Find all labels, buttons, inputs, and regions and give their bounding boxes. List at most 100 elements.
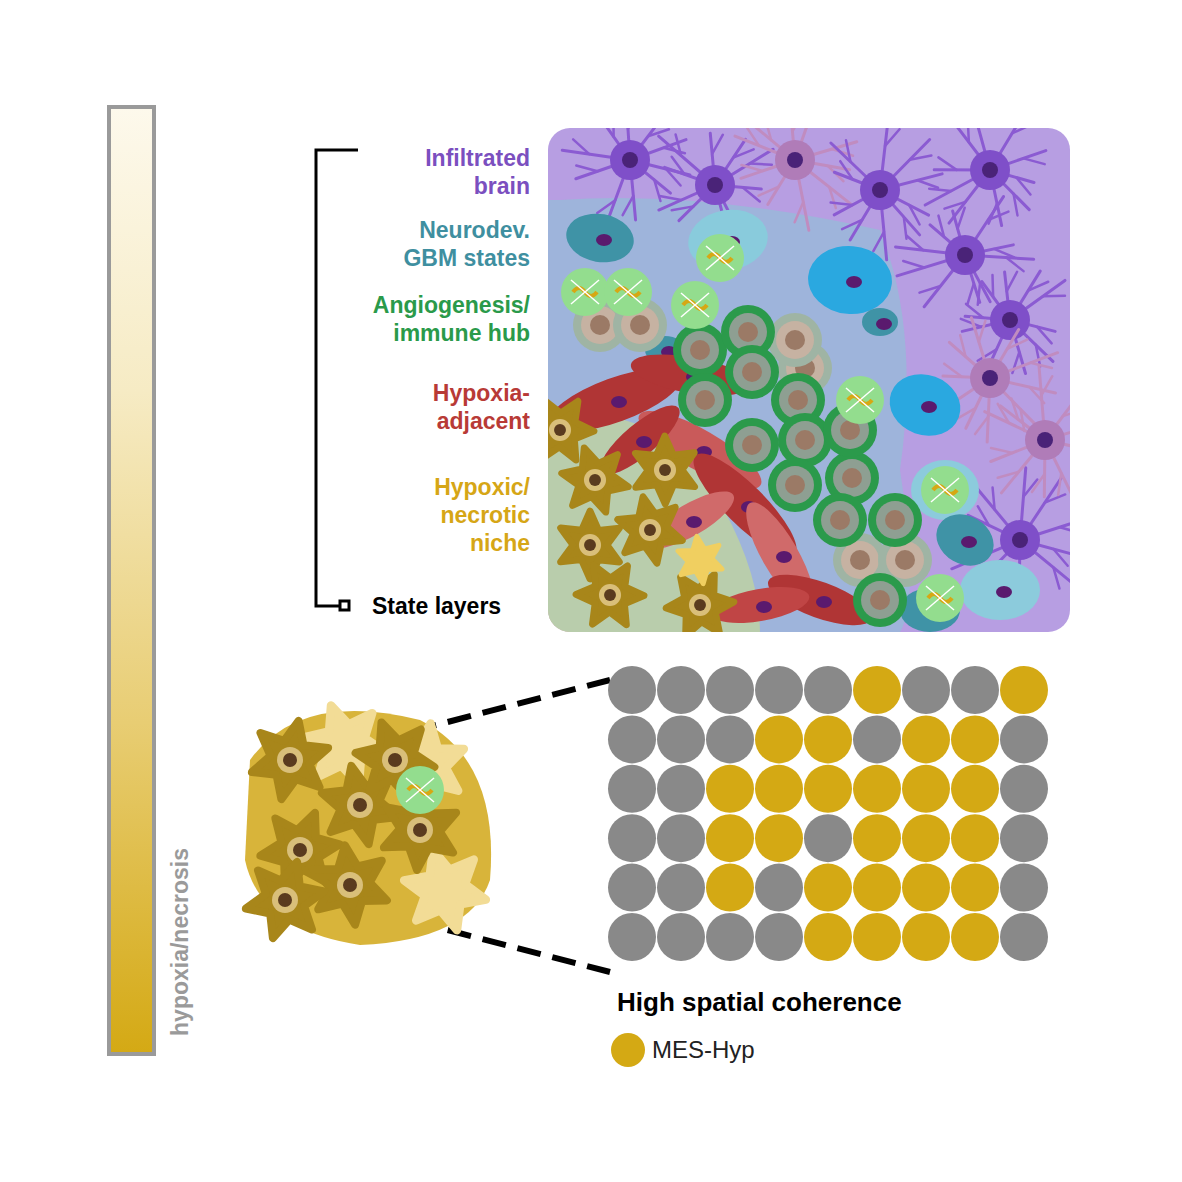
cell-nucleus bbox=[639, 519, 661, 541]
dendrite bbox=[792, 128, 803, 131]
immune-cell bbox=[821, 501, 859, 539]
cell-nucleus bbox=[961, 536, 977, 548]
dendrite bbox=[1014, 194, 1018, 216]
cell-nucleus bbox=[611, 396, 627, 408]
cell-nucleus bbox=[996, 586, 1012, 598]
dendrite bbox=[1023, 158, 1044, 164]
neuron-nucleus bbox=[872, 182, 888, 198]
immune-cell bbox=[853, 573, 907, 627]
cell-nucleus bbox=[596, 234, 612, 246]
dendrite bbox=[1053, 567, 1059, 588]
dendrite bbox=[1012, 128, 1032, 133]
dendrite bbox=[576, 165, 597, 171]
dendrite bbox=[903, 261, 924, 268]
dendrite bbox=[1007, 340, 1027, 349]
spot bbox=[853, 913, 901, 961]
dendrite bbox=[909, 205, 919, 224]
cell-nucleus bbox=[850, 550, 870, 570]
spot bbox=[853, 715, 901, 763]
dendrite bbox=[910, 155, 932, 159]
dendrite bbox=[747, 128, 759, 146]
cell-nucleus bbox=[644, 524, 656, 536]
cell-nucleus bbox=[776, 551, 792, 563]
neuron-body bbox=[775, 140, 815, 180]
spot bbox=[706, 814, 754, 862]
cell-nucleus bbox=[654, 459, 676, 481]
dendrite bbox=[938, 216, 944, 237]
neuron-body bbox=[695, 165, 735, 205]
cell-nucleus bbox=[690, 340, 710, 360]
spot bbox=[755, 765, 803, 813]
neuron-body bbox=[970, 358, 1010, 398]
immune-cell bbox=[686, 381, 724, 419]
dendrite bbox=[968, 128, 969, 142]
bracket bbox=[316, 150, 358, 606]
spindle bbox=[706, 246, 734, 270]
cell-nucleus bbox=[742, 435, 762, 455]
cell-nucleus bbox=[589, 474, 601, 486]
dendrite bbox=[846, 140, 851, 162]
cell-nucleus bbox=[876, 318, 892, 330]
spindle bbox=[406, 778, 434, 802]
cell-nucleus bbox=[413, 823, 427, 837]
cluster-ground bbox=[245, 711, 491, 945]
immune-cell bbox=[841, 541, 879, 579]
cell-nucleus bbox=[885, 510, 905, 530]
neuron-nucleus bbox=[787, 152, 803, 168]
immune-cell bbox=[868, 493, 922, 547]
spot bbox=[657, 814, 705, 862]
dendrite bbox=[998, 472, 1019, 478]
dendrite bbox=[1028, 282, 1048, 291]
cell-nucleus bbox=[283, 753, 297, 767]
immune-cell bbox=[733, 353, 771, 391]
dendrite bbox=[765, 128, 771, 140]
layer-label: Hypoxia- adjacent bbox=[380, 379, 530, 435]
spot bbox=[804, 814, 852, 862]
spot bbox=[608, 913, 656, 961]
dendrite bbox=[1063, 409, 1070, 416]
spot bbox=[755, 715, 803, 763]
immune-cell bbox=[678, 373, 732, 427]
layer-label: High spatial coherence bbox=[617, 988, 902, 1016]
spot bbox=[853, 765, 901, 813]
spot bbox=[951, 814, 999, 862]
cell-nucleus bbox=[343, 878, 357, 892]
cell-nucleus bbox=[921, 401, 937, 413]
cell-nucleus bbox=[584, 469, 606, 491]
spot bbox=[1000, 715, 1048, 763]
spot bbox=[608, 814, 656, 862]
cell-nucleus bbox=[272, 887, 298, 913]
cell-nucleus bbox=[694, 599, 706, 611]
immune-cell bbox=[725, 418, 779, 472]
spot bbox=[657, 765, 705, 813]
spot bbox=[902, 913, 950, 961]
dendrite bbox=[712, 135, 723, 154]
dividing-cell bbox=[696, 234, 744, 282]
spot bbox=[1000, 666, 1048, 714]
spindle bbox=[571, 280, 599, 304]
dividing-cell bbox=[921, 466, 969, 514]
cell-nucleus bbox=[788, 390, 808, 410]
spot bbox=[951, 864, 999, 912]
cell-nucleus bbox=[870, 590, 890, 610]
neuron-body bbox=[860, 170, 900, 210]
spot bbox=[902, 864, 950, 912]
spot bbox=[1000, 864, 1048, 912]
dendrite bbox=[743, 187, 760, 201]
dendrite bbox=[885, 129, 899, 146]
spindle bbox=[681, 293, 709, 317]
immune-cell bbox=[768, 458, 822, 512]
cell-nucleus bbox=[278, 893, 292, 907]
cell-nucleus bbox=[795, 430, 815, 450]
cell-nucleus bbox=[293, 843, 307, 857]
cell-nucleus bbox=[584, 539, 596, 551]
tumor-cell bbox=[618, 497, 683, 564]
dendrite bbox=[994, 249, 1014, 257]
dendrite bbox=[573, 139, 589, 154]
cell-nucleus bbox=[689, 594, 711, 616]
spot bbox=[657, 715, 705, 763]
neuron-body bbox=[945, 235, 985, 275]
spot bbox=[657, 864, 705, 912]
immune-cell bbox=[861, 581, 899, 619]
spot bbox=[608, 715, 656, 763]
